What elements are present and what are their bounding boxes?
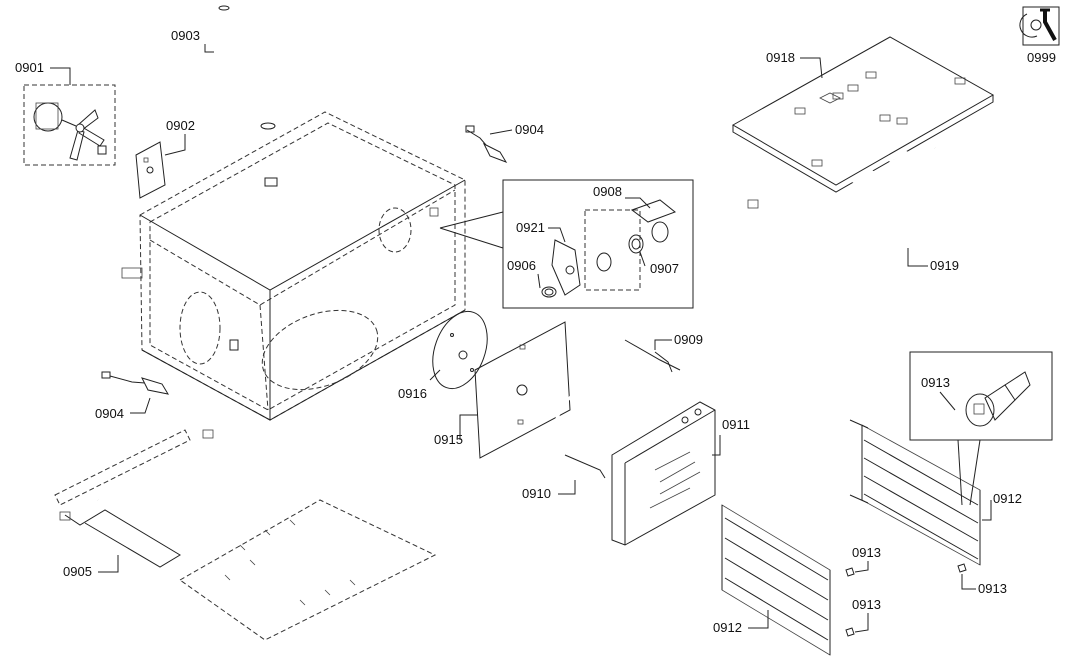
leader-0902 [164, 134, 186, 156]
label-0906: 0906 [507, 258, 536, 273]
rack-right-part [849, 419, 981, 566]
screw-small-1 [845, 567, 855, 577]
sensor-part-lower [101, 371, 170, 395]
oven-cavity [121, 111, 466, 421]
fan-cover-part [611, 401, 716, 546]
top-heater-part [747, 146, 1003, 267]
label-0909: 0909 [674, 332, 703, 347]
tools-icon[interactable] [1019, 6, 1060, 46]
label-0911: 0911 [722, 417, 750, 432]
label-0902: 0902 [166, 118, 195, 133]
label-0912-left: 0912 [713, 620, 742, 635]
label-0905: 0905 [63, 564, 92, 579]
label-0912-right: 0912 [993, 491, 1022, 506]
label-0908: 0908 [593, 184, 622, 199]
label-0915: 0915 [434, 432, 463, 447]
label-0910: 0910 [522, 486, 551, 501]
label-0907: 0907 [650, 261, 679, 276]
ring-heater-part [552, 384, 628, 479]
label-0913-a: 0913 [852, 545, 881, 560]
rack-left-part [721, 504, 831, 656]
label-0999: 0999 [1027, 50, 1056, 65]
label-0904-upper: 0904 [515, 122, 544, 137]
label-0916: 0916 [398, 386, 427, 401]
sensor-part-upper [465, 125, 508, 163]
label-0919: 0919 [930, 258, 959, 273]
label-0903: 0903 [171, 28, 200, 43]
bottom-plate [54, 429, 437, 641]
screw-small-2 [845, 627, 855, 637]
screw-detail-box [909, 351, 1053, 441]
leader-0901 [50, 67, 71, 85]
lamp-detail-box [502, 179, 694, 309]
lamp-assembly-part [541, 199, 677, 298]
probe-part [624, 339, 681, 373]
label-0921: 0921 [516, 220, 545, 235]
detail-callout-line [439, 227, 504, 249]
label-0904-lower: 0904 [95, 406, 124, 421]
top-plate-part [731, 36, 995, 193]
rack-screw-part [965, 371, 1031, 427]
rear-panel-part [474, 321, 571, 459]
leader-0903 [204, 44, 214, 53]
fan-cover-gasket-part [432, 310, 488, 390]
label-0901: 0901 [15, 60, 44, 75]
label-0918: 0918 [766, 50, 795, 65]
fan-motor-part [23, 84, 116, 166]
screw-small-3 [957, 563, 967, 573]
motor-bracket-part [135, 141, 166, 199]
label-0913-detail: 0913 [921, 375, 950, 390]
label-0913-c: 0913 [978, 581, 1007, 596]
bottom-heater-part [59, 429, 305, 568]
pipe-part [215, 5, 276, 130]
label-0913-b: 0913 [852, 597, 881, 612]
